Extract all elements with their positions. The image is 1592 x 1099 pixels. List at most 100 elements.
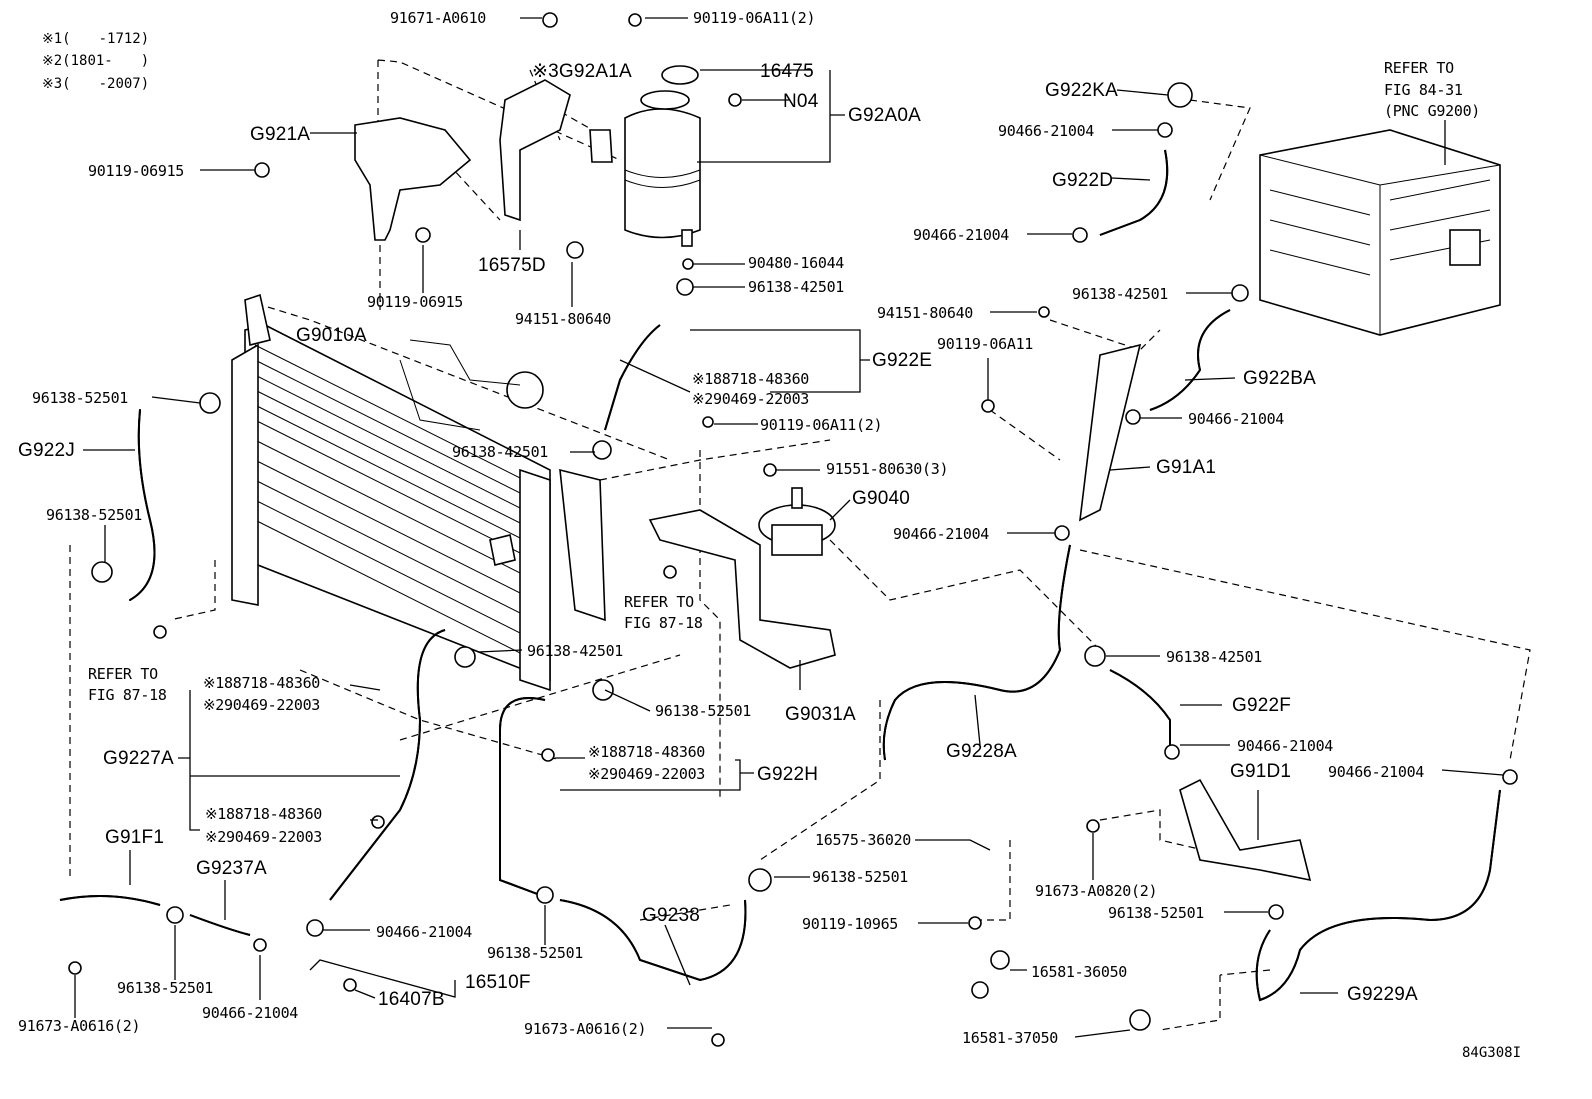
bolt-icon bbox=[415, 227, 431, 243]
dashed-reference-lines bbox=[69, 59, 1531, 1031]
label-96138-52501-b: 96138-52501 bbox=[46, 506, 142, 524]
label-16510F: 16510F bbox=[465, 972, 531, 993]
label-G9228A: G9228A bbox=[946, 741, 1017, 762]
clamp-icon bbox=[1502, 769, 1518, 785]
clip-icon bbox=[541, 748, 555, 762]
clamp-icon bbox=[253, 938, 267, 952]
refer-87-18-a-line1: REFER TO bbox=[624, 593, 694, 611]
label-16581-36050: 16581-36050 bbox=[1031, 963, 1127, 981]
refer-87-18-b-line2: FIG 87-18 bbox=[88, 686, 167, 704]
clamp-icon bbox=[306, 919, 324, 937]
bolt-icon bbox=[711, 1033, 725, 1047]
label-G922F: G922F bbox=[1232, 695, 1291, 716]
label-96138-42501-b: 96138-42501 bbox=[452, 443, 548, 461]
label-90466-21004-g: 90466-21004 bbox=[1237, 737, 1333, 755]
label-G9238: G9238 bbox=[642, 905, 700, 926]
plug-icon bbox=[682, 258, 694, 270]
label-B-88718: ※188718-48360 bbox=[205, 805, 322, 823]
label-96138-42501-a: 96138-42501 bbox=[748, 278, 844, 296]
label-G9237A: G9237A bbox=[196, 858, 267, 879]
label-16575D: 16575D bbox=[478, 255, 546, 276]
label-90119-06915-b: 90119-06915 bbox=[367, 293, 463, 311]
label-G91A1: G91A1 bbox=[1156, 457, 1216, 478]
label-91551-80630: 91551-80630(3) bbox=[826, 460, 948, 478]
label-96138-52501-g: 96138-52501 bbox=[1108, 904, 1204, 922]
clamp-icon bbox=[592, 440, 612, 460]
water-pump bbox=[648, 487, 836, 669]
label-90119-06915-a: 90119-06915 bbox=[88, 162, 184, 180]
label-90466-21004-d: 90466-21004 bbox=[913, 226, 1009, 244]
clamp-icon bbox=[1231, 284, 1249, 302]
label-16581-37050: 16581-37050 bbox=[962, 1029, 1058, 1047]
label-G9227A: G9227A bbox=[103, 748, 174, 769]
label-G921A: G921A bbox=[250, 124, 310, 145]
label-A-88718: ※188718-48360 bbox=[203, 674, 320, 692]
label-G922E: G922E bbox=[872, 350, 932, 371]
clamp-icon bbox=[166, 906, 184, 924]
clip-icon bbox=[371, 815, 385, 829]
sensor-icon bbox=[343, 978, 357, 992]
refer-84-31-line1: REFER TO bbox=[1384, 59, 1454, 77]
label-H-88718: ※188718-48360 bbox=[588, 743, 705, 761]
leader-lines bbox=[74, 17, 1504, 1038]
bracket-parts bbox=[354, 79, 613, 241]
bracket-icon bbox=[990, 950, 1010, 970]
label-91673-A0616-a: 91673-A0616(2) bbox=[18, 1017, 140, 1035]
label-90480-16044: 90480-16044 bbox=[748, 254, 844, 272]
label-90466-21004-b: 90466-21004 bbox=[202, 1004, 298, 1022]
label-16475: 16475 bbox=[760, 61, 814, 82]
bracket-icon bbox=[971, 981, 989, 999]
reservoir-tank bbox=[624, 65, 701, 247]
hoses bbox=[59, 149, 1501, 1002]
label-91673-A0820: 91673-A0820(2) bbox=[1035, 882, 1157, 900]
clamp-icon bbox=[748, 868, 772, 892]
clamp-icon bbox=[199, 392, 221, 414]
bolt-icon bbox=[628, 13, 642, 27]
bolt-icon bbox=[1086, 819, 1100, 833]
clamp-icon bbox=[1268, 904, 1284, 920]
bracket-icon bbox=[1129, 1009, 1151, 1031]
label-94151-80640-b: 94151-80640 bbox=[877, 304, 973, 322]
bolt-icon bbox=[968, 916, 982, 930]
notes-block: ※1( -1712) ※2(1801- ) ※3( -2007) bbox=[42, 31, 149, 92]
note-3: ※3( -2007) bbox=[42, 76, 149, 92]
label-96138-52501-d: 96138-52501 bbox=[812, 868, 908, 886]
clamp-icon bbox=[1125, 409, 1141, 425]
label-E-90469: ※290469-22003 bbox=[692, 390, 809, 408]
label-90466-21004-c: 90466-21004 bbox=[998, 122, 1094, 140]
bolt-icon bbox=[153, 625, 167, 639]
label-91673-A0616-b: 91673-A0616(2) bbox=[524, 1020, 646, 1038]
clamp-icon bbox=[536, 886, 554, 904]
note-2: ※2(1801- ) bbox=[42, 53, 149, 69]
label-H-90469: ※290469-22003 bbox=[588, 765, 705, 783]
label-96138-42501-d: 96138-42501 bbox=[1072, 285, 1168, 303]
label-90119-06A11-mid: 90119-06A11(2) bbox=[760, 416, 882, 434]
label-90119-06A11-top: 90119-06A11(2) bbox=[693, 9, 815, 27]
radiator-assembly bbox=[231, 293, 606, 692]
label-G9040: G9040 bbox=[852, 488, 910, 509]
label-16575-36020: 16575-36020 bbox=[815, 831, 911, 849]
note-1: ※1( -1712) bbox=[42, 31, 149, 47]
clamp-icon bbox=[1157, 122, 1173, 138]
label-G91F1: G91F1 bbox=[105, 827, 164, 848]
label-96138-52501-e: 96138-52501 bbox=[487, 944, 583, 962]
label-90119-06A11-r: 90119-06A11 bbox=[937, 335, 1033, 353]
label-16407B: 16407B bbox=[378, 989, 445, 1010]
label-96138-52501-f: 96138-52501 bbox=[117, 979, 213, 997]
bolt-icon bbox=[663, 565, 677, 579]
label-G922BA: G922BA bbox=[1243, 368, 1316, 389]
label-G92A1A: ※3G92A1A bbox=[532, 61, 632, 82]
label-G9031A: G9031A bbox=[785, 704, 856, 725]
bolt-icon bbox=[254, 162, 270, 178]
clamp-icon bbox=[454, 646, 476, 668]
label-G9229A: G9229A bbox=[1347, 984, 1418, 1005]
bolt-icon bbox=[728, 93, 742, 107]
part-labels: 91671-A0610 90119-06A11(2) ※3G92A1A 1647… bbox=[18, 9, 1521, 1061]
label-96138-42501-c: 96138-42501 bbox=[527, 642, 623, 660]
label-A-90469: ※290469-22003 bbox=[203, 696, 320, 714]
bolt-icon bbox=[542, 12, 558, 28]
refer-84-31-line3: (PNC G9200) bbox=[1384, 102, 1480, 120]
bolt-icon bbox=[68, 961, 82, 975]
clamp-icon bbox=[676, 278, 694, 296]
